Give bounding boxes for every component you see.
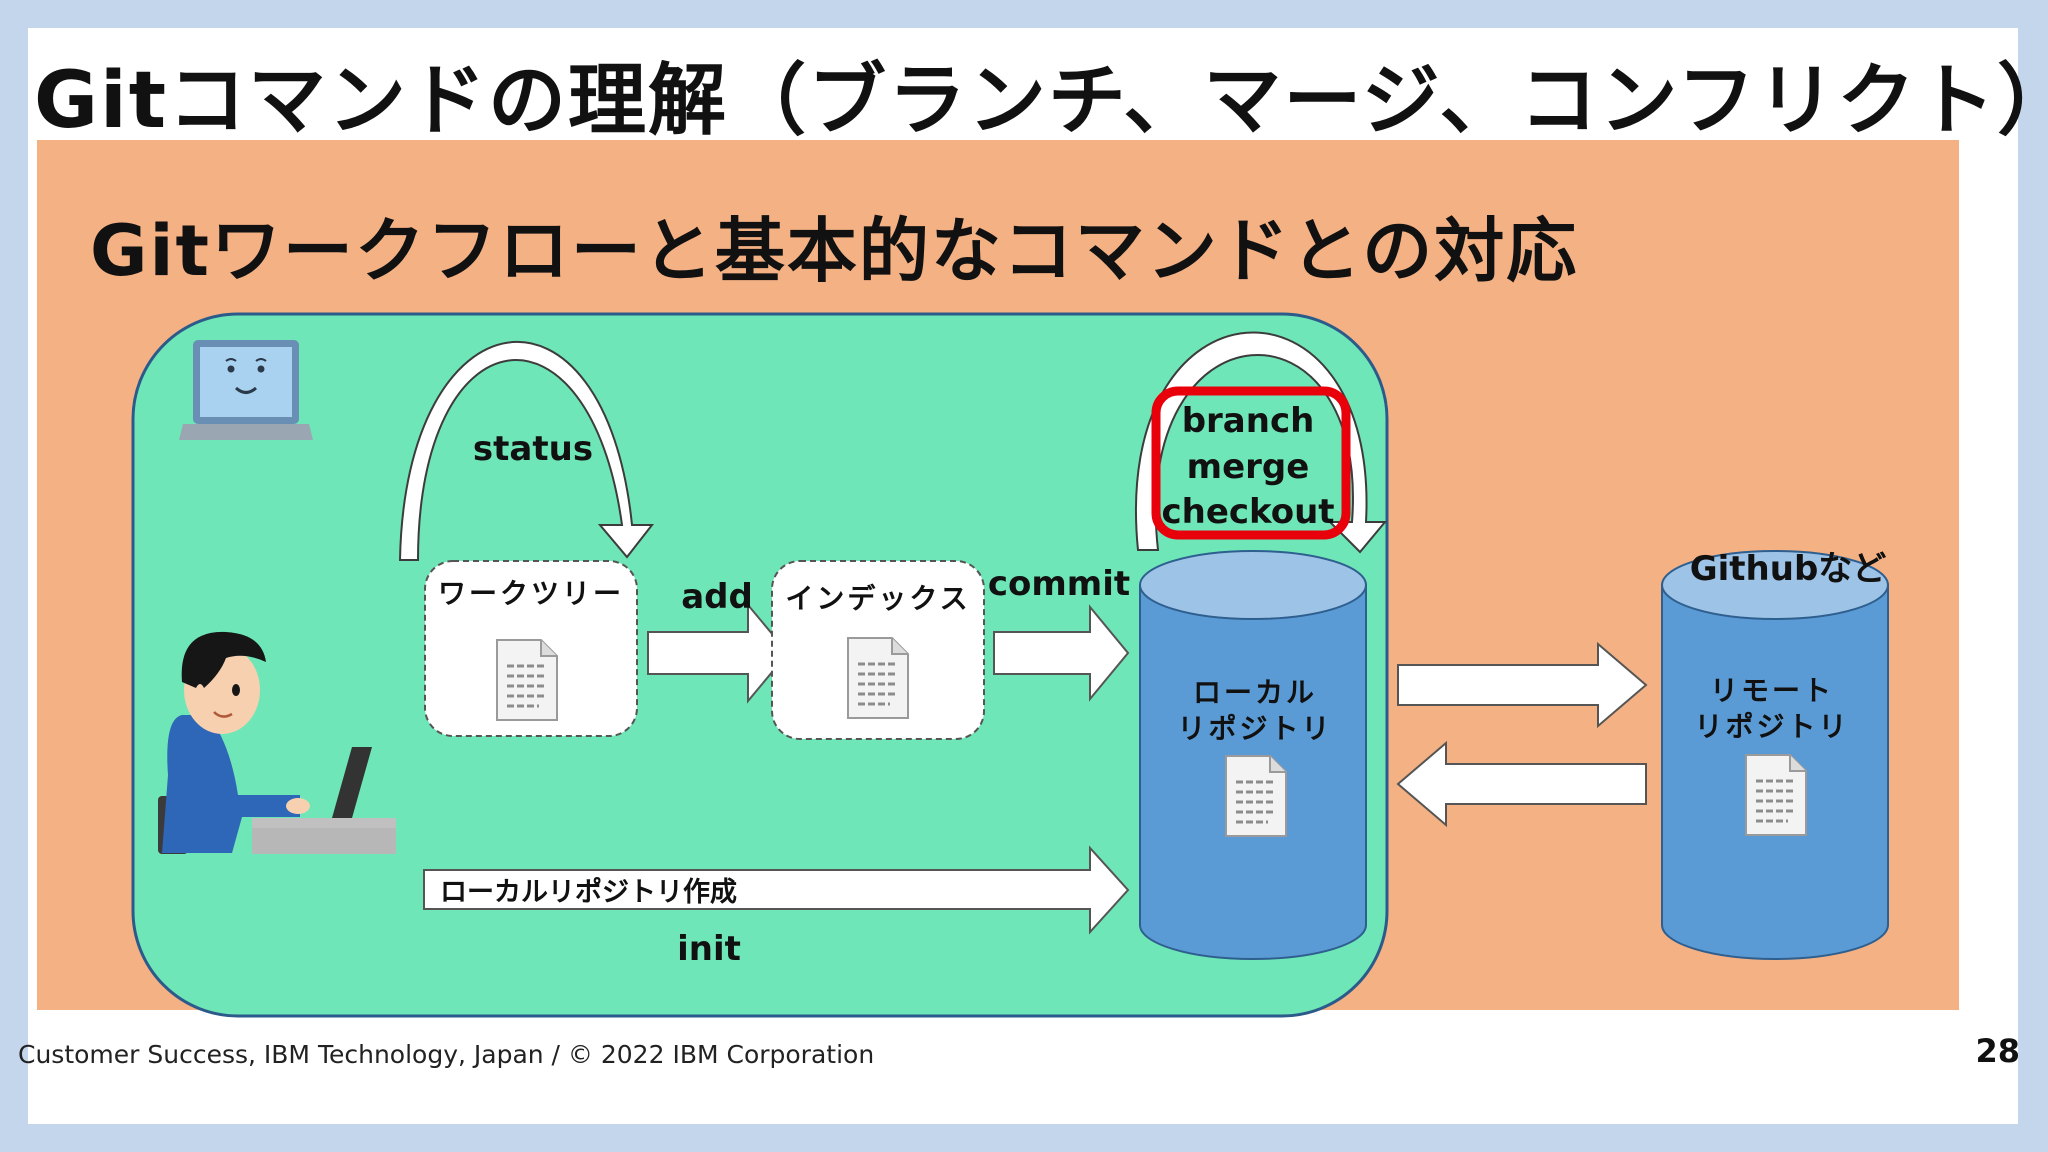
- footer-text: Customer Success, IBM Technology, Japan …: [18, 1040, 875, 1069]
- init-label: init: [677, 929, 741, 969]
- remote-host-label: Githubなど: [1690, 549, 1887, 589]
- person-at-computer-icon: [158, 631, 396, 854]
- laptop-face-icon: [179, 340, 313, 440]
- remote-repo-label-line2: リポジトリ: [1694, 710, 1849, 743]
- init-arrow: [423, 845, 1130, 935]
- local-repository-cylinder: ローカル リポジトリ: [1139, 550, 1367, 960]
- document-icon: [846, 636, 910, 720]
- local-repo-label-line1: ローカル: [1193, 676, 1317, 709]
- index-label: インデックス: [785, 582, 970, 615]
- remote-repository-cylinder: Githubなど リモート リポジトリ: [1661, 549, 1889, 960]
- status-label: status: [473, 429, 593, 469]
- worktree-label: ワークツリー: [438, 577, 624, 610]
- commit-label: commit: [988, 564, 1130, 604]
- panel-title: Gitワークフローと基本的なコマンドとの対応: [90, 210, 1579, 292]
- document-icon: [1744, 753, 1808, 837]
- add-label: add: [681, 577, 753, 617]
- add-arrow: [647, 602, 790, 704]
- branch-commands-highlight: [1151, 386, 1351, 540]
- create-repo-label: ローカルリポジトリ作成: [440, 877, 737, 908]
- push-arrow: [1397, 641, 1648, 729]
- worktree-box: ワークツリー: [424, 560, 638, 737]
- index-box: インデックス: [771, 560, 985, 740]
- branch-command-label: branch: [1182, 401, 1315, 441]
- merge-command-label: merge: [1187, 447, 1310, 487]
- commit-arrow: [993, 604, 1130, 702]
- pull-arrow: [1396, 740, 1647, 828]
- document-icon: [495, 638, 559, 722]
- slide-title: Gitコマンドの理解（ブランチ、マージ、コンフリクト）: [34, 56, 2048, 146]
- remote-repo-label-line1: リモート: [1710, 674, 1834, 707]
- local-repo-label-line2: リポジトリ: [1177, 712, 1332, 745]
- document-icon: [1224, 754, 1288, 838]
- status-loop-arrow: [398, 340, 655, 561]
- page-number: 28: [1975, 1032, 2020, 1070]
- checkout-command-label: checkout: [1161, 492, 1334, 532]
